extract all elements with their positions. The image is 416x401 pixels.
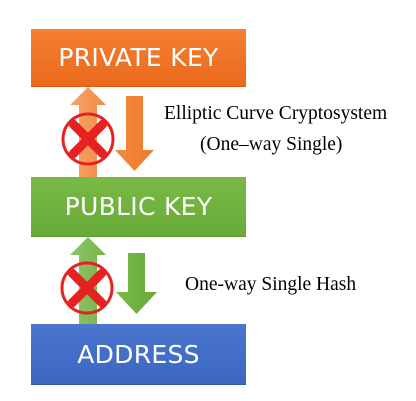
- private-key-label: PRIVATE KEY: [58, 43, 219, 72]
- down-arrow-public-to-address-icon: [116, 253, 157, 314]
- private-key-box: PRIVATE KEY: [31, 29, 246, 87]
- public-key-label: PUBLIC KEY: [64, 192, 213, 221]
- address-box: ADDRESS: [31, 324, 246, 385]
- public-key-box: PUBLIC KEY: [31, 177, 246, 237]
- forbidden-x-icon-upper: [61, 112, 115, 166]
- up-arrow-to-private-key-icon: [70, 87, 106, 177]
- ecc-label-line1: Elliptic Curve Cryptosystem: [164, 103, 388, 124]
- down-arrow-private-to-public-icon: [115, 96, 154, 171]
- forbidden-x-icon-lower: [60, 261, 114, 315]
- address-label: ADDRESS: [77, 339, 200, 369]
- hash-label: One-way Single Hash: [185, 274, 357, 295]
- ecc-label-line2: (One–way Single): [200, 134, 343, 155]
